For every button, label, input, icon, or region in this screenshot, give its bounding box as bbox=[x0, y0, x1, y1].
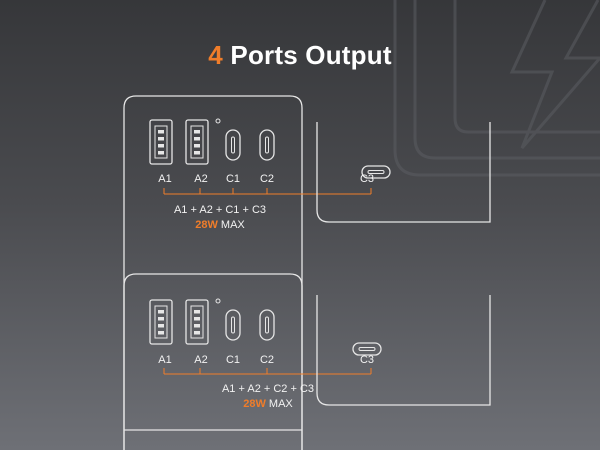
port-label-a1: A1 bbox=[158, 173, 172, 185]
usb-c-port-icon bbox=[352, 342, 382, 356]
title-number: 4 bbox=[208, 40, 223, 70]
combo-watt-bottom: 28W bbox=[243, 398, 266, 410]
charger-front-bottom bbox=[123, 273, 303, 450]
port-label-a2: A2 bbox=[194, 173, 208, 185]
usb-c-port-icon bbox=[259, 129, 275, 161]
usb-c-port-icon bbox=[259, 309, 275, 341]
port-label-c1: C1 bbox=[225, 354, 241, 366]
combo-connector-top bbox=[164, 188, 372, 195]
combo-formula-top: A1 + A2 + C1 + C3 bbox=[173, 204, 267, 216]
usb-a-port-icon bbox=[149, 299, 173, 345]
port-label-c3: C3 bbox=[359, 354, 375, 366]
usb-c-port-icon bbox=[361, 165, 391, 179]
page-title: 4 Ports Output bbox=[0, 40, 600, 71]
port-label-a1: A1 bbox=[158, 354, 172, 366]
combo-max-top: 28W MAX bbox=[160, 219, 280, 231]
usb-a-port-icon bbox=[185, 119, 209, 165]
charger-side-bottom bbox=[316, 295, 491, 406]
usb-c-port-icon bbox=[225, 309, 241, 341]
port-label-c3: C3 bbox=[359, 173, 375, 185]
combo-connector-bottom bbox=[164, 368, 372, 375]
port-label-c1: C1 bbox=[225, 173, 241, 185]
indicator-light-icon bbox=[215, 118, 221, 124]
port-label-c2: C2 bbox=[259, 354, 275, 366]
charger-front-top bbox=[123, 95, 303, 450]
port-label-c2: C2 bbox=[259, 173, 275, 185]
port-label-a2: A2 bbox=[194, 354, 208, 366]
indicator-light-icon bbox=[215, 298, 221, 304]
combo-watt-top: 28W bbox=[195, 219, 218, 231]
combo-formula-bottom: A1 + A2 + C2 + C3 bbox=[221, 383, 315, 395]
combo-max-bottom: 28W MAX bbox=[208, 398, 328, 410]
charger-side-top bbox=[316, 122, 491, 223]
combo-max-label-bottom: MAX bbox=[268, 398, 293, 410]
usb-c-port-icon bbox=[225, 129, 241, 161]
usb-a-port-icon bbox=[149, 119, 173, 165]
combo-max-label-top: MAX bbox=[220, 219, 245, 231]
title-text: Ports Output bbox=[230, 40, 392, 70]
usb-a-port-icon bbox=[185, 299, 209, 345]
